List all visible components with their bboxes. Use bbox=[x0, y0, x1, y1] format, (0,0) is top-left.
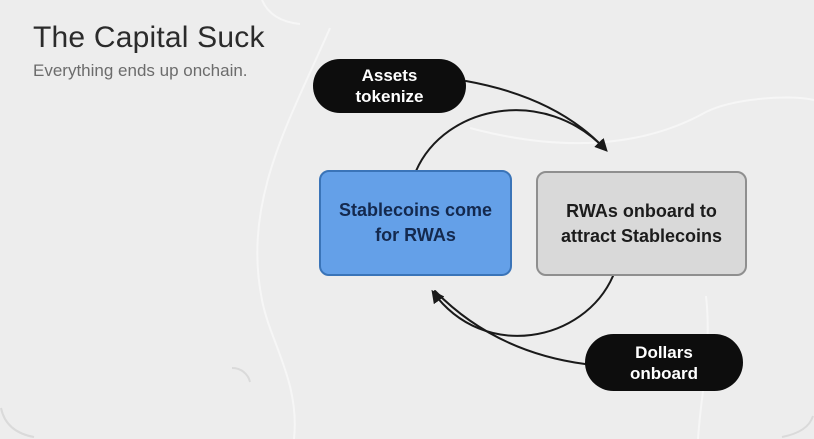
arrow-top-from-assets-pill bbox=[465, 80, 604, 148]
node-stablecoins-line1: Stablecoins come bbox=[338, 200, 493, 220]
node-rwas-line1: RWAs onboard to bbox=[566, 200, 717, 221]
node-stablecoins-come-for-rwas: Stablecoins come for RWAs bbox=[319, 170, 512, 276]
label-dollars-onboard: Dollars onboard bbox=[585, 334, 743, 391]
arrow-top-from-blue-node bbox=[415, 109, 608, 172]
arrow-bottom-from-gray-node bbox=[431, 275, 614, 337]
page-title: The Capital Suck bbox=[33, 21, 265, 54]
label-dollars-onboard-line1: Dollars bbox=[635, 342, 693, 362]
arrow-bottom-from-dollars-pill bbox=[434, 290, 586, 365]
node-rwas-onboard: RWAs onboard to attract Stablecoins bbox=[536, 171, 747, 276]
label-dollars-onboard-line2: onboard bbox=[630, 363, 698, 383]
page-subtitle: Everything ends up onchain. bbox=[33, 61, 248, 80]
label-assets-tokenize-line1: Assets bbox=[361, 66, 418, 85]
node-stablecoins-line2: for RWAs bbox=[375, 225, 456, 245]
label-assets-tokenize-line2: tokenize bbox=[355, 87, 424, 106]
node-rwas-line2: attract Stablecoins bbox=[560, 225, 723, 246]
label-assets-tokenize: Assets tokenize bbox=[313, 59, 466, 113]
